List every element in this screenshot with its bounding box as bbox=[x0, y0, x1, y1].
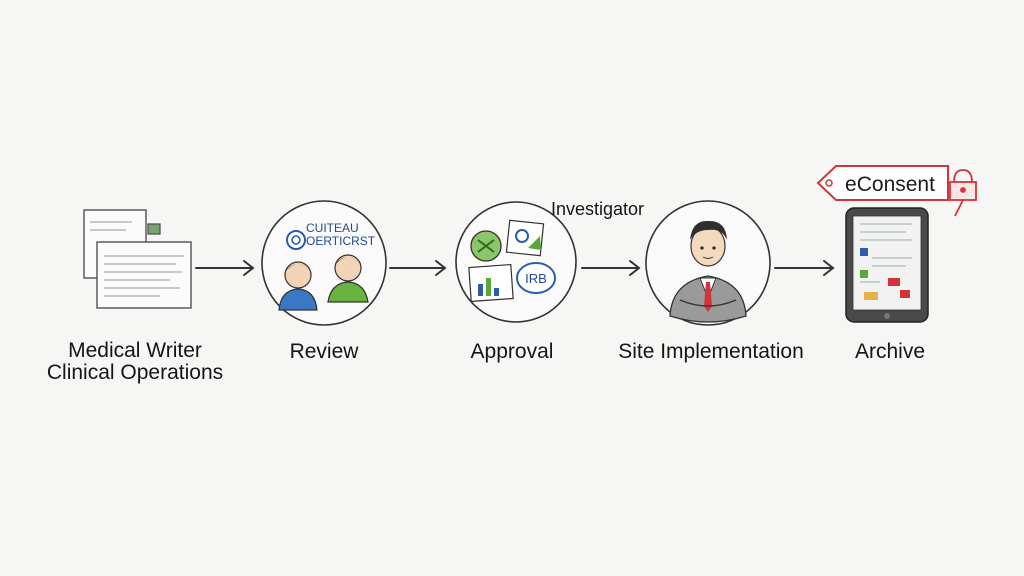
approval-circle bbox=[455, 201, 577, 323]
review-inner-text-2: OERTICRST bbox=[306, 234, 376, 248]
investigator-label: Investigator bbox=[551, 199, 645, 219]
step-label-approval: Approval bbox=[470, 340, 554, 363]
review-circle bbox=[261, 200, 387, 326]
review-inner-text-1: CUITEAU bbox=[306, 221, 359, 235]
documents-icon bbox=[83, 209, 192, 309]
investigator-circle bbox=[645, 200, 771, 326]
lock-icon bbox=[949, 169, 977, 217]
step-label-site-implementation: Site Implementation bbox=[618, 340, 804, 363]
step-label-medical-writer: Medical Writer bbox=[68, 339, 202, 362]
tablet-icon bbox=[845, 207, 929, 323]
step-label-clinical-operations: Clinical Operations bbox=[46, 361, 224, 384]
arrows bbox=[195, 260, 835, 276]
irb-label: IRB bbox=[525, 271, 547, 286]
step-label-review: Review bbox=[289, 340, 359, 363]
econsent-tag bbox=[816, 165, 949, 201]
step-label-archive: Archive bbox=[854, 340, 926, 363]
econsent-label: eConsent bbox=[845, 173, 935, 196]
